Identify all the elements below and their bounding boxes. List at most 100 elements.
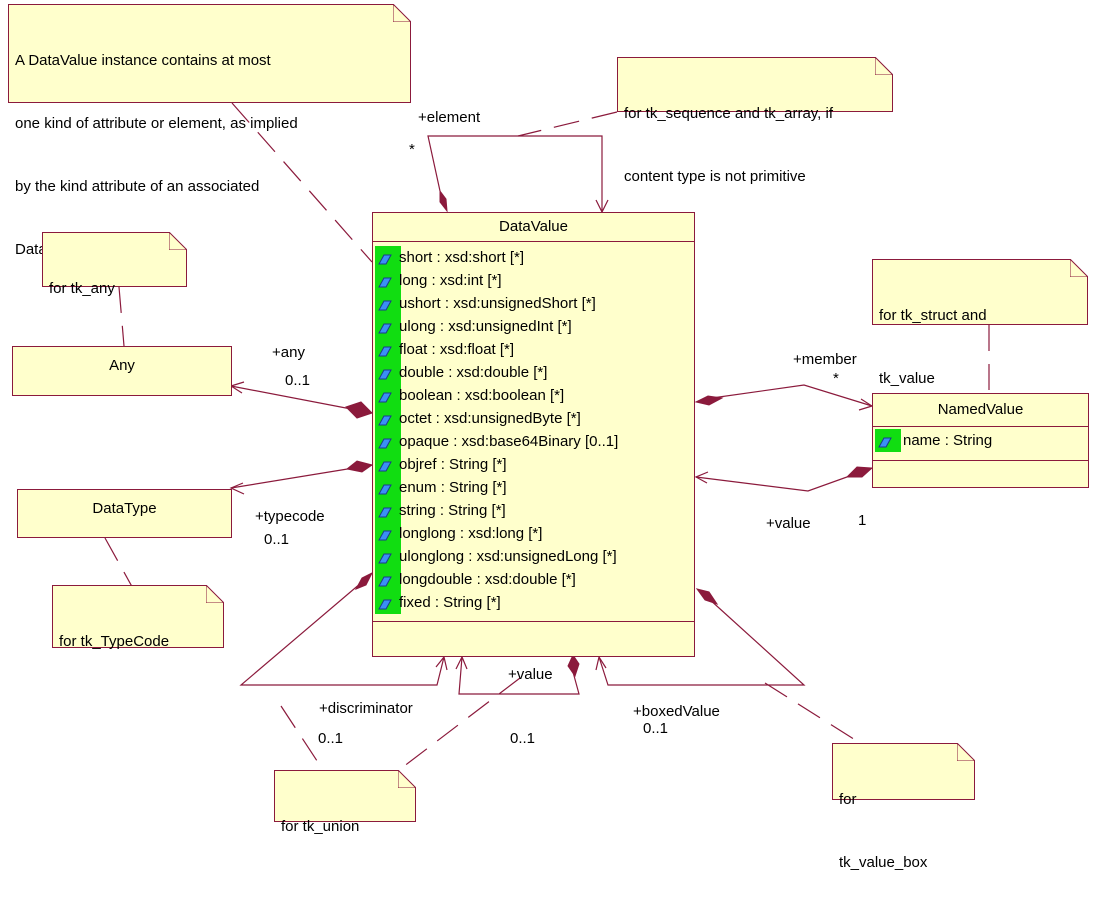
- struct-note: for tk_struct and tk_value: [872, 259, 1088, 387]
- attribute-label: objref : String [*]: [399, 456, 507, 473]
- attribute-label: longdouble : xsd:double [*]: [399, 571, 576, 588]
- note-fold-icon: [169, 232, 187, 250]
- attribute-icon: [375, 246, 401, 269]
- struct-note-line: for tk_struct and: [879, 307, 987, 324]
- namedvalue-class-name: NamedValue: [873, 394, 1088, 427]
- any-note: for tk_any: [42, 232, 187, 297]
- attribute-icon: [375, 499, 401, 522]
- datavalue-note-anchor: [231, 102, 373, 263]
- note-fold-icon: [398, 770, 416, 788]
- multiplicity-value-union: 0..1: [510, 730, 536, 747]
- role-discriminator: +discriminator: [319, 700, 413, 717]
- typecode-note-anchor: [104, 537, 136, 593]
- any-class[interactable]: Any: [12, 346, 232, 396]
- attribute-icon: [375, 591, 401, 614]
- value-union-diamond: [567, 653, 580, 678]
- attribute-icon: [375, 568, 401, 591]
- discriminator-diamond: [354, 571, 374, 590]
- any-diamond: [345, 401, 373, 419]
- attribute-label: string : String [*]: [399, 502, 506, 519]
- value-union-assoc: [458, 656, 580, 695]
- boxedvalue-assoc: [598, 597, 806, 686]
- datatype-class[interactable]: DataType: [17, 489, 232, 538]
- attribute-icon: [875, 429, 901, 452]
- connectors-layer: [104, 102, 990, 771]
- attribute-icon: [375, 269, 401, 292]
- note-fold-icon: [1070, 259, 1088, 277]
- union-note: for tk_union: [274, 770, 416, 835]
- multiplicity-boxedvalue: 0..1: [643, 720, 669, 737]
- element-diamond: [439, 189, 448, 213]
- union-note-anchor-1: [280, 705, 324, 771]
- attribute-icon: [375, 476, 401, 499]
- any-note-anchor: [118, 286, 125, 347]
- role-element: +element: [418, 109, 481, 126]
- note-fold-icon: [875, 57, 893, 75]
- attribute-label: enum : String [*]: [399, 479, 507, 496]
- attribute-label: ulonglong : xsd:unsignedLong [*]: [399, 548, 617, 565]
- attribute-label: fixed : String [*]: [399, 594, 501, 611]
- role-any: +any: [272, 344, 305, 361]
- namedvalue-class[interactable]: NamedValue name : String: [872, 393, 1089, 488]
- note-fold-icon: [957, 743, 975, 761]
- role-value-union: +value: [508, 666, 553, 683]
- attribute-icon: [375, 522, 401, 545]
- datatype-class-name: DataType: [92, 500, 157, 517]
- any-class-name: Any: [109, 357, 135, 374]
- datavalue-note-line: A DataValue instance contains at most: [15, 52, 271, 69]
- datavalue-class[interactable]: DataValue short : xsd:short [*] long : x…: [372, 212, 695, 657]
- member-assoc: [711, 384, 873, 407]
- datavalue-note-line: by the kind attribute of an associated: [15, 178, 260, 195]
- typecode-note: for tk_TypeCode: [52, 585, 224, 650]
- multiplicity-discriminator: 0..1: [318, 730, 344, 747]
- attribute-icon: [375, 545, 401, 568]
- attribute-icon: [375, 315, 401, 338]
- role-typecode: +typecode: [255, 508, 325, 525]
- attribute-label: longlong : xsd:long [*]: [399, 525, 543, 542]
- note-anchor-lines: [104, 102, 990, 771]
- datavalue-note: A DataValue instance contains at most on…: [8, 4, 411, 258]
- attribute-label: name : String: [903, 432, 993, 449]
- attribute-icon: [375, 430, 401, 453]
- sequence-note-line: for tk_sequence and tk_array, if: [624, 105, 834, 122]
- attribute-icon: [375, 384, 401, 407]
- sequence-note-line: content type is not primitive: [624, 168, 806, 185]
- union-note-anchor-2: [398, 677, 521, 771]
- role-boxedvalue: +boxedValue: [633, 703, 720, 720]
- typecode-note-line: for tk_TypeCode: [59, 633, 170, 650]
- attribute-label: long : xsd:int [*]: [399, 272, 502, 289]
- any-note-line: for tk_any: [49, 280, 115, 297]
- attribute-label: ushort : xsd:unsignedShort [*]: [399, 295, 596, 312]
- datavalue-class-name: DataValue: [373, 213, 694, 242]
- value-named-assoc: [695, 467, 873, 492]
- attribute-icon: [375, 453, 401, 476]
- attribute-label: float : xsd:float [*]: [399, 341, 515, 358]
- attribute-label: opaque : xsd:base64Binary [0..1]: [399, 433, 619, 450]
- attribute-label: octet : xsd:unsignedByte [*]: [399, 410, 581, 427]
- note-fold-icon: [206, 585, 224, 603]
- valuebox-note-line: for: [839, 791, 857, 808]
- typecode-arrow: [229, 482, 245, 495]
- datavalue-operations-section: [373, 621, 694, 622]
- datavalue-attribute-list: short : xsd:short [*] long : xsd:int [*]…: [373, 241, 694, 622]
- value-union-arrow: [455, 655, 468, 670]
- discriminator-assoc: [239, 582, 445, 686]
- value-named-diamond: [845, 466, 874, 478]
- union-note-line: for tk_union: [281, 818, 360, 835]
- discriminator-arrow: [435, 655, 448, 671]
- boxedvalue-arrow: [595, 655, 607, 671]
- valuebox-note-anchor: [764, 682, 861, 744]
- element-assoc: [427, 135, 603, 212]
- multiplicity-typecode: 0..1: [264, 531, 290, 548]
- value-named-arrow: [694, 471, 709, 484]
- valuebox-note-line: tk_value_box: [839, 854, 928, 871]
- role-member: +member: [793, 351, 857, 368]
- boxedvalue-diamond: [695, 588, 719, 605]
- role-value-named: +value: [766, 515, 811, 532]
- typecode-diamond: [345, 460, 374, 473]
- attribute-label: short : xsd:short [*]: [399, 249, 525, 266]
- namedvalue-attribute-list: name : String: [873, 426, 1088, 461]
- attribute-icon: [375, 407, 401, 430]
- datavalue-note-line: one kind of attribute or element, as imp…: [15, 115, 298, 132]
- namedvalue-operations-section: [873, 460, 1088, 461]
